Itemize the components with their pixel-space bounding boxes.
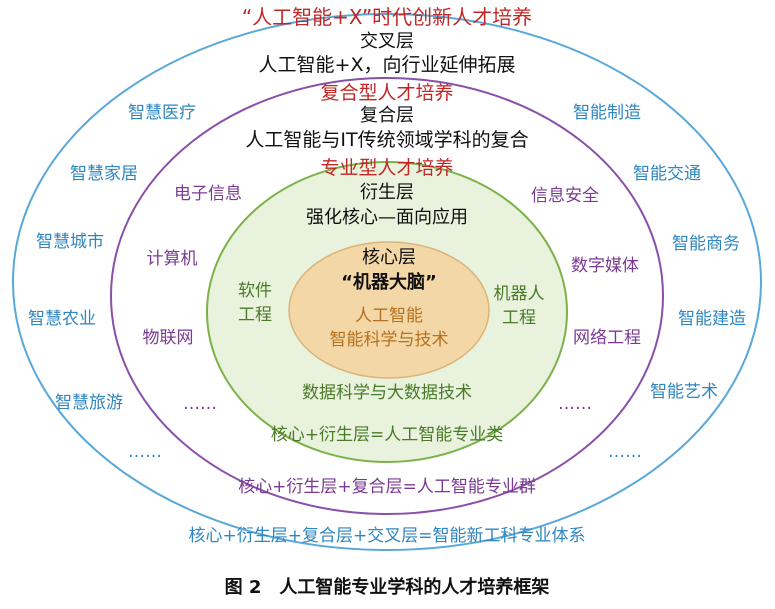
middle-right-item: 网络工程 <box>573 328 641 348</box>
core-heading: 核心层 <box>362 247 416 268</box>
inner-subheading: 强化核心—面向应用 <box>306 207 468 228</box>
outer-left-item: 智慧城市 <box>36 232 104 252</box>
middle-left-item: …… <box>183 394 217 414</box>
outer-right-item: 智能建造 <box>678 309 746 329</box>
outer-left-item: 智慧医疗 <box>128 103 196 123</box>
outer-left-item: 智慧家居 <box>70 164 138 184</box>
diagram-title: “人工智能+X”时代创新人才培养 <box>241 5 533 29</box>
outer-right-item: …… <box>608 442 642 462</box>
outer-left-item: 智慧旅游 <box>55 393 123 413</box>
core-line1: 人工智能 <box>355 306 423 326</box>
core-ring <box>288 241 490 379</box>
middle-left-item: 计算机 <box>146 249 198 269</box>
middle-right-item: 信息安全 <box>531 186 599 206</box>
middle-heading: 复合层 <box>360 105 414 126</box>
middle-right-item: 数字媒体 <box>571 256 639 276</box>
outer-heading: 交叉层 <box>360 31 414 52</box>
inner-right-line1: 机器人 <box>493 284 545 304</box>
inner-left-line2: 工程 <box>238 305 272 325</box>
figure-caption: 图 2 人工智能专业学科的人才培养框架 <box>224 577 550 598</box>
inner-label: 专业型人才培养 <box>320 157 454 179</box>
core-line2: 智能科学与技术 <box>329 330 449 350</box>
outer-left-item: 智慧农业 <box>28 309 96 329</box>
middle-left-item: 电子信息 <box>174 184 242 204</box>
outer-right-item: 智能商务 <box>672 234 740 254</box>
outer-right-item: 智能制造 <box>573 103 641 123</box>
middle-right-item: …… <box>558 394 592 414</box>
inner-bottom: 数据科学与大数据技术 <box>302 383 472 403</box>
middle-label: 复合型人才培养 <box>320 82 454 104</box>
inner-left-line1: 软件 <box>238 281 272 301</box>
outer-right-item: 智能交通 <box>633 164 701 184</box>
inner-formula: 核心+衍生层=人工智能专业类 <box>270 425 504 445</box>
inner-right-line2: 工程 <box>502 308 536 328</box>
inner-heading: 衍生层 <box>360 182 414 203</box>
outer-left-item: …… <box>128 442 162 462</box>
middle-formula: 核心+衍生层+复合层=人工智能专业群 <box>238 477 536 497</box>
core-subheading: “机器大脑” <box>341 272 437 293</box>
middle-left-item: 物联网 <box>142 328 194 348</box>
outer-formula: 核心+衍生层+复合层+交叉层=智能新工科专业体系 <box>188 526 586 546</box>
middle-subheading: 人工智能与IT传统领域学科的复合 <box>245 129 529 151</box>
outer-subheading: 人工智能+X，向行业延伸拓展 <box>258 54 516 76</box>
outer-right-item: 智能艺术 <box>650 382 718 402</box>
